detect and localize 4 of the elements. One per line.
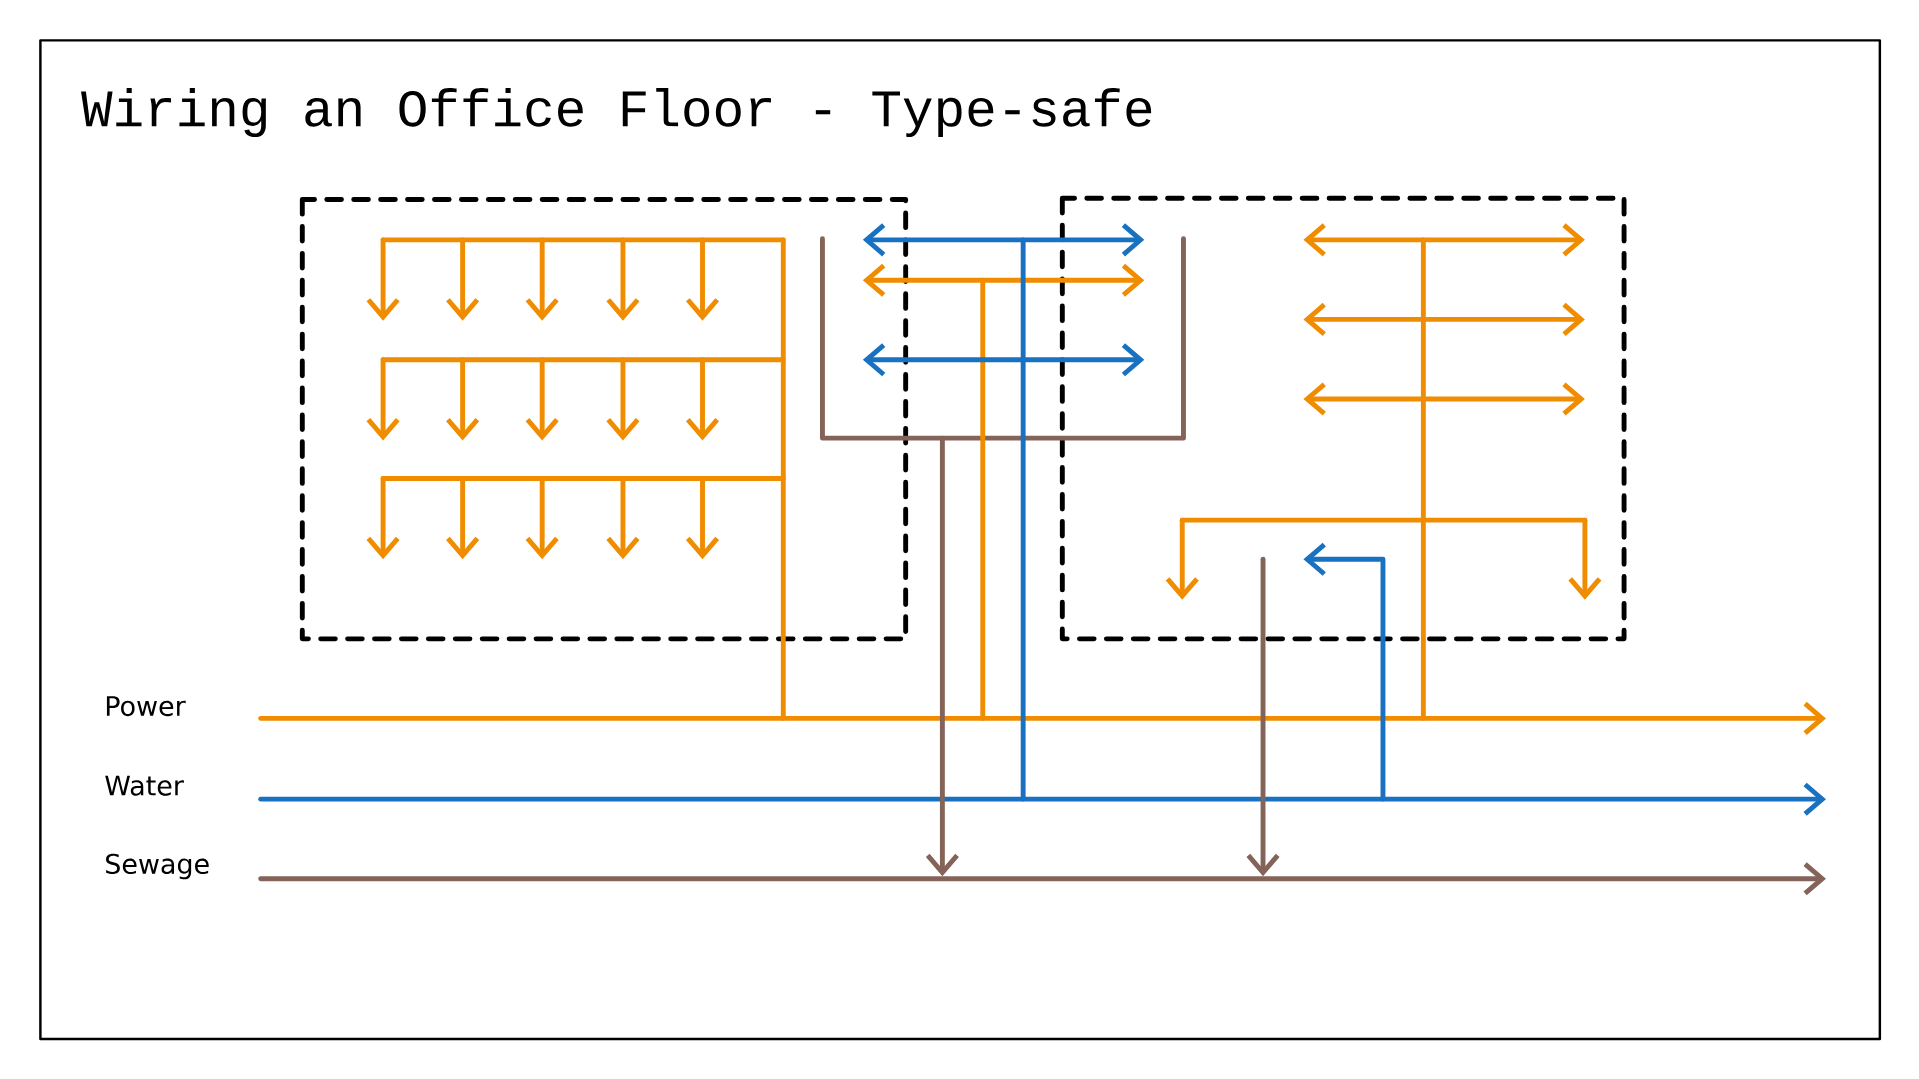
title: Wiring an Office Floor - Type-safe [81, 87, 1152, 137]
line-label: Sewage [106, 853, 209, 880]
line-label: Water [105, 775, 184, 796]
line-label: Power [106, 695, 186, 716]
